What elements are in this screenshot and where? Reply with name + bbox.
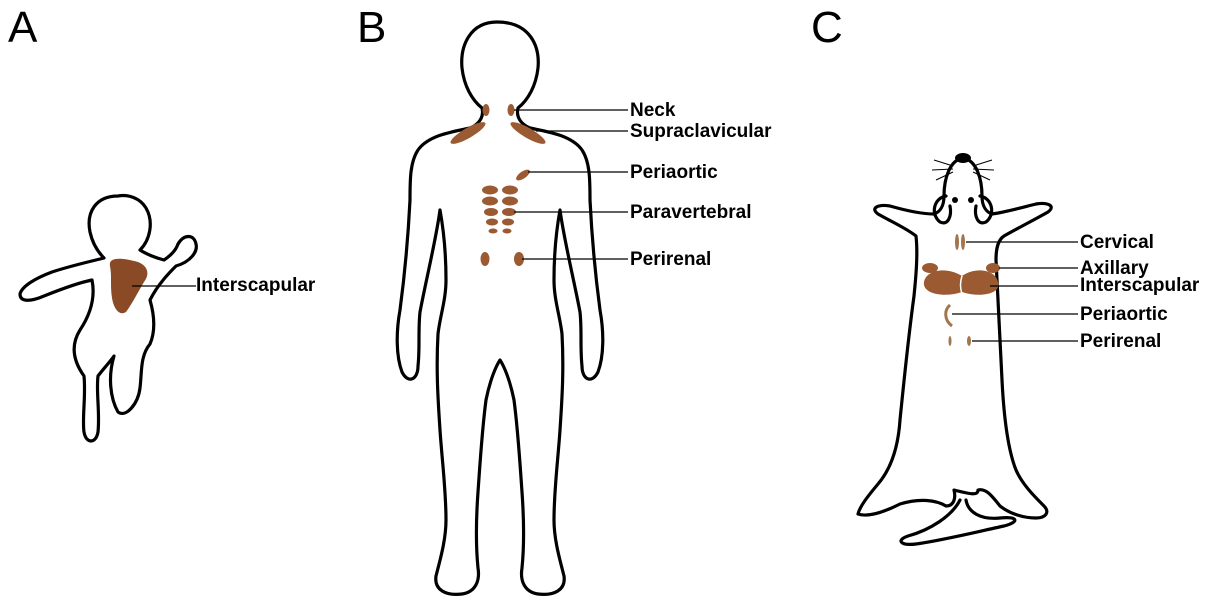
adult-periaortic-depot [514, 168, 531, 183]
mouse-periaortic-label: Periaortic [1080, 305, 1168, 324]
mouse-perirenal-label: Perirenal [1080, 332, 1161, 351]
adult-neck-depot-right [508, 104, 515, 116]
adult-paravertebral-depot [503, 229, 512, 234]
adult-paravertebral-depot [484, 208, 498, 216]
mouse-tail [901, 500, 1015, 544]
mouse-periaortic-depot [946, 305, 952, 326]
adult-paravertebral-depot [502, 197, 518, 206]
mouse-cervical-depot-left [955, 234, 959, 250]
mouse-nose [955, 153, 971, 163]
adult-paravertebral-depot [486, 219, 498, 226]
adult-neck-depot-left [483, 104, 490, 116]
adult-neck-label: Neck [630, 101, 675, 120]
adult-paravertebral-depot [482, 186, 498, 195]
adult-perirenal-label: Perirenal [630, 250, 711, 269]
infant-figure [20, 196, 196, 442]
mouse-eye-right [968, 197, 974, 203]
mouse-cervical-depot-right [961, 234, 965, 250]
mouse-perirenal-depot-left [949, 336, 952, 346]
adult-paravertebral-depot [502, 186, 518, 195]
adult-figure [397, 22, 628, 594]
mouse-interscapular-label: Interscapular [1080, 276, 1199, 295]
mouse-cervical-label: Cervical [1080, 233, 1154, 252]
mouse-outline [858, 158, 1051, 518]
adult-paravertebral-depot [489, 229, 498, 234]
adult-perirenal-depot-left [481, 252, 490, 266]
adult-paravertebral-depot [502, 219, 514, 226]
adult-periaortic-label: Periaortic [630, 163, 718, 182]
mouse-axillary-depot-right [986, 263, 1000, 273]
adult-paravertebral-depot [502, 208, 516, 216]
adult-paravertebral-depot [482, 197, 498, 206]
adult-supraclavicular-depot-right [508, 119, 548, 148]
infant-outline [20, 196, 196, 442]
mouse-figure [858, 153, 1078, 544]
infant-interscapular-label: Interscapular [196, 276, 315, 295]
mouse-eye-left [952, 197, 958, 203]
adult-paravertebral-label: Paravertebral [630, 203, 751, 222]
adult-outline [397, 22, 603, 594]
adult-supraclavicular-label: Supraclavicular [630, 122, 772, 141]
mouse-perirenal-depot-right [967, 336, 971, 346]
